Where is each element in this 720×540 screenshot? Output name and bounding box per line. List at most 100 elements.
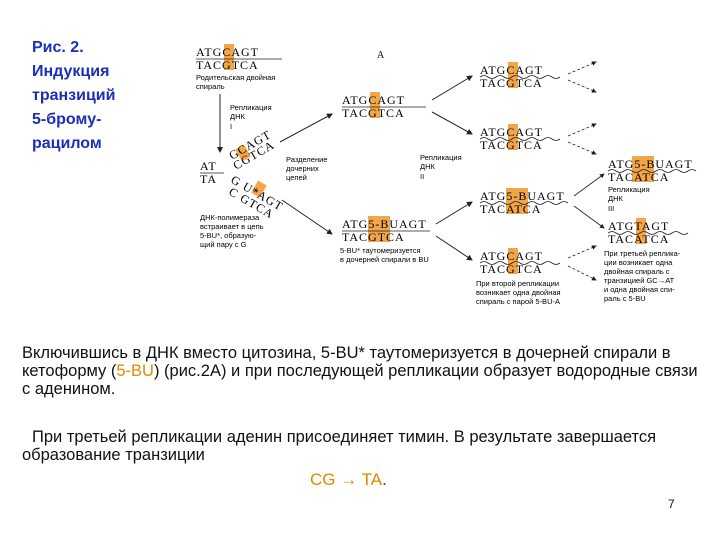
second-label: возникает одна двойная [476,288,561,297]
highlight-term: 5-BU [116,362,154,380]
arrow [567,141,597,155]
parent-label: Родительская двойная [196,73,275,82]
daughter-helix: ATG5-BUAGT TACGTCA 5-BU* таутомеризуется… [340,216,430,264]
repl-label: Репликация [420,153,462,162]
formula-period: . [382,470,387,489]
seq-bottom: TACGTCA [480,262,543,276]
arrow [435,235,473,261]
helix-line [479,75,561,79]
poly-label: щий пару с G [200,240,247,249]
paragraph-third-replication: При третьей репликации аденин присоединя… [22,428,702,464]
seq-top: ATGTAGT [608,219,669,233]
sep-label: цепей [286,173,307,182]
parent-label: спираль [196,82,225,91]
poly-label: 5-BU*, образую- [200,231,257,240]
arrow [567,265,597,281]
strand-fork: AT TA GCAGT CGTCA G U*AGT C GTCA [200,127,286,221]
arrow [567,245,597,259]
highlight-box [224,44,234,70]
seq-top: ATGCAGT [342,93,405,107]
seq-bottom: TACATCA [608,232,669,246]
sep-label: дочерних [286,164,319,173]
arrow [573,173,605,197]
repl-label: II [420,172,424,181]
helix-line [607,169,697,173]
seq-bottom: TACATCA [608,170,669,184]
formula-text: CG → TA [310,470,383,489]
third-label: и одна двойная спи- [604,285,675,294]
seq-bottom: TACGTCA [342,106,405,120]
replication-2-helix: ATG5-BUAGT TACATCA [479,188,569,216]
fork-bottom: TA [200,172,217,186]
figure-title-line: Рис. 2. [32,39,84,56]
replication-2-helix: ATGCAGT TACGTCA При второй репликации во… [476,248,561,306]
replication-3-helix: ATGTAGT TACATCA [607,218,689,246]
replication-2-helix: ATGCAGT TACGTCA [479,62,561,90]
highlight-box [632,156,654,182]
seq-bottom: TACATCA [480,202,541,216]
tauto-label: в дочерней спирали в BU [340,255,429,264]
sep-label: Разделение [286,155,327,164]
repl-label: I [230,122,232,131]
page-number: 7 [668,497,675,511]
replication-diagram-svg: А ATGCAGT TACGTCA Родительская двойная с… [196,44,697,306]
arrow [279,113,333,143]
seq-bottom: TACGTCA [480,76,543,90]
arrow [573,205,605,229]
seq-top: ATG5-BUAGT [480,189,565,203]
replication-2-helix: ATGCAGT TACGTCA [479,124,561,152]
figure-title-line: рацилом [32,135,102,152]
helix-line [479,261,561,265]
tauto-label: 5-BU* таутомеризуется [340,246,421,255]
highlight-box [506,188,528,214]
second-label: При второй репликации [476,279,559,288]
highlight-box [508,248,518,274]
poly-label: встраивает в цепь [200,222,264,231]
seq-top: ATG5-BUAGT [608,157,693,171]
repl-label: Репликация [230,103,272,112]
third-label: раль с 5-BU [604,294,646,303]
seq-bottom: TACGTCA [480,138,543,152]
seq-top: ATGCAGT [480,125,543,139]
third-label: двойная спираль с [604,267,670,276]
paragraph-incorporation: Включившись в ДНК вместо цитозина, 5-BU*… [22,344,702,398]
arrow [567,123,597,137]
highlight-box [370,92,380,118]
poly-label: ДНК-полимераза [200,213,260,222]
panel-letter: А [377,50,385,61]
second-label: спираль с парой 5-BU-A [476,297,560,306]
paragraph-text: Включившись в ДНК вместо цитозина, 5-BU*… [22,344,671,380]
seq-top: ATGCAGT [196,45,259,59]
figure-title-line: Индукция [32,63,110,80]
paragraph-text: ) (рис.2А) и при последующей репликации … [22,362,698,398]
highlight-box [251,180,267,198]
figure-title-line: 5-бромy- [32,111,102,128]
third-label: транзицией GC→AT [604,276,675,285]
figure-title-line: транзиций [32,87,116,104]
highlight-box [636,218,646,244]
daughter-helix: ATGCAGT TACGTCA [342,92,426,120]
replication-3-helix: ATG5-BUAGT TACATCA [607,156,697,184]
highlight-box [508,62,518,88]
repl-label: ДНК [608,194,623,203]
arrow [431,75,473,101]
seq-bottom: TACGTCA [342,230,405,244]
seq-top: ATGCAGT [480,63,543,77]
highlight-box [508,124,518,150]
helix-line [479,137,561,141]
third-label: ции возникает одна [604,258,673,267]
figure-title: Рис. 2. Индукция транзиций 5-бромy- раци… [32,36,172,156]
repl-label: ДНК [230,112,245,121]
highlight-box [368,216,390,242]
highlight-box [235,144,251,162]
fork-top: AT [200,159,217,173]
arrow [281,199,333,235]
seq-bottom: TACGTCA [196,58,259,72]
repl-label: Репликация [608,185,650,194]
parent-helix: ATGCAGT TACGTCA Родительская двойная спи… [196,44,282,91]
arrow [567,79,597,93]
repl-label: ДНК [420,162,435,171]
helix-line [607,231,689,235]
replication-diagram: А ATGCAGT TACGTCA Родительская двойная с… [180,40,700,330]
seq-top: ATGCAGT [480,249,543,263]
